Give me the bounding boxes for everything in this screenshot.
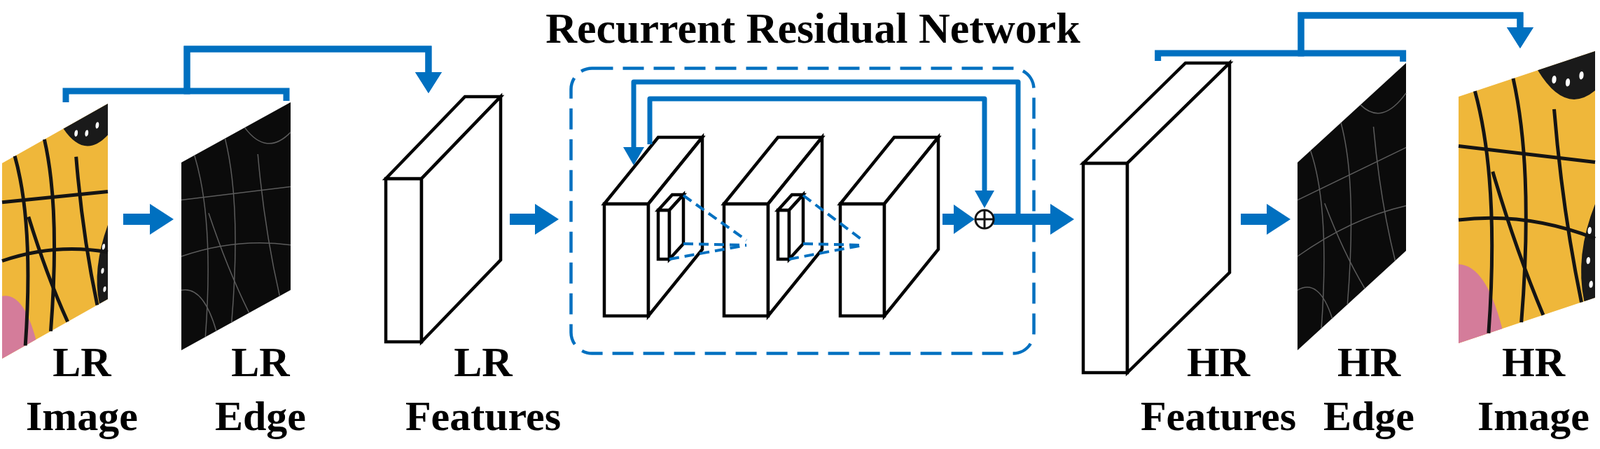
block-outline bbox=[383, 94, 503, 344]
flow-arrow bbox=[1035, 203, 1075, 235]
flow-arrow bbox=[123, 203, 174, 235]
flow-arrow bbox=[186, 49, 442, 101]
feature-block: HR Features bbox=[1081, 60, 1232, 375]
panel-label: LR Image bbox=[25, 335, 138, 444]
dashed-outline bbox=[569, 66, 1036, 356]
image-panel: HR Image bbox=[1457, 49, 1597, 345]
feature-block: LR Features bbox=[383, 94, 503, 344]
flow-arrow bbox=[1240, 203, 1291, 235]
lr-image-picture bbox=[2, 103, 108, 359]
feature-blocks bbox=[604, 137, 939, 316]
flow-arrow bbox=[1301, 15, 1534, 62]
flow-arrow bbox=[1158, 15, 1534, 61]
flow-arrow bbox=[65, 49, 442, 103]
panel-label: HR Features bbox=[1140, 335, 1297, 444]
group-title: Recurrent Residual Network bbox=[545, 5, 1080, 52]
hr-edge-picture bbox=[1297, 63, 1407, 351]
panel-label: HR Edge bbox=[1323, 335, 1415, 444]
panel-label: LR Features bbox=[405, 335, 561, 444]
lr-edge-picture bbox=[181, 102, 291, 351]
image-panel: LR Edge bbox=[179, 100, 292, 352]
kernel-lines bbox=[669, 195, 863, 260]
panel-label: HR Image bbox=[1477, 335, 1590, 444]
image-panel: LR Image bbox=[0, 102, 110, 360]
flow-arrow bbox=[509, 203, 559, 235]
block-outline bbox=[1081, 60, 1232, 375]
image-panel: HR Edge bbox=[1296, 61, 1408, 352]
panel-label: LR Edge bbox=[214, 335, 306, 444]
residual-arrows bbox=[623, 81, 1038, 234]
hr-image-picture bbox=[1458, 51, 1596, 344]
group-box: Recurrent Residual Network bbox=[569, 66, 1036, 356]
